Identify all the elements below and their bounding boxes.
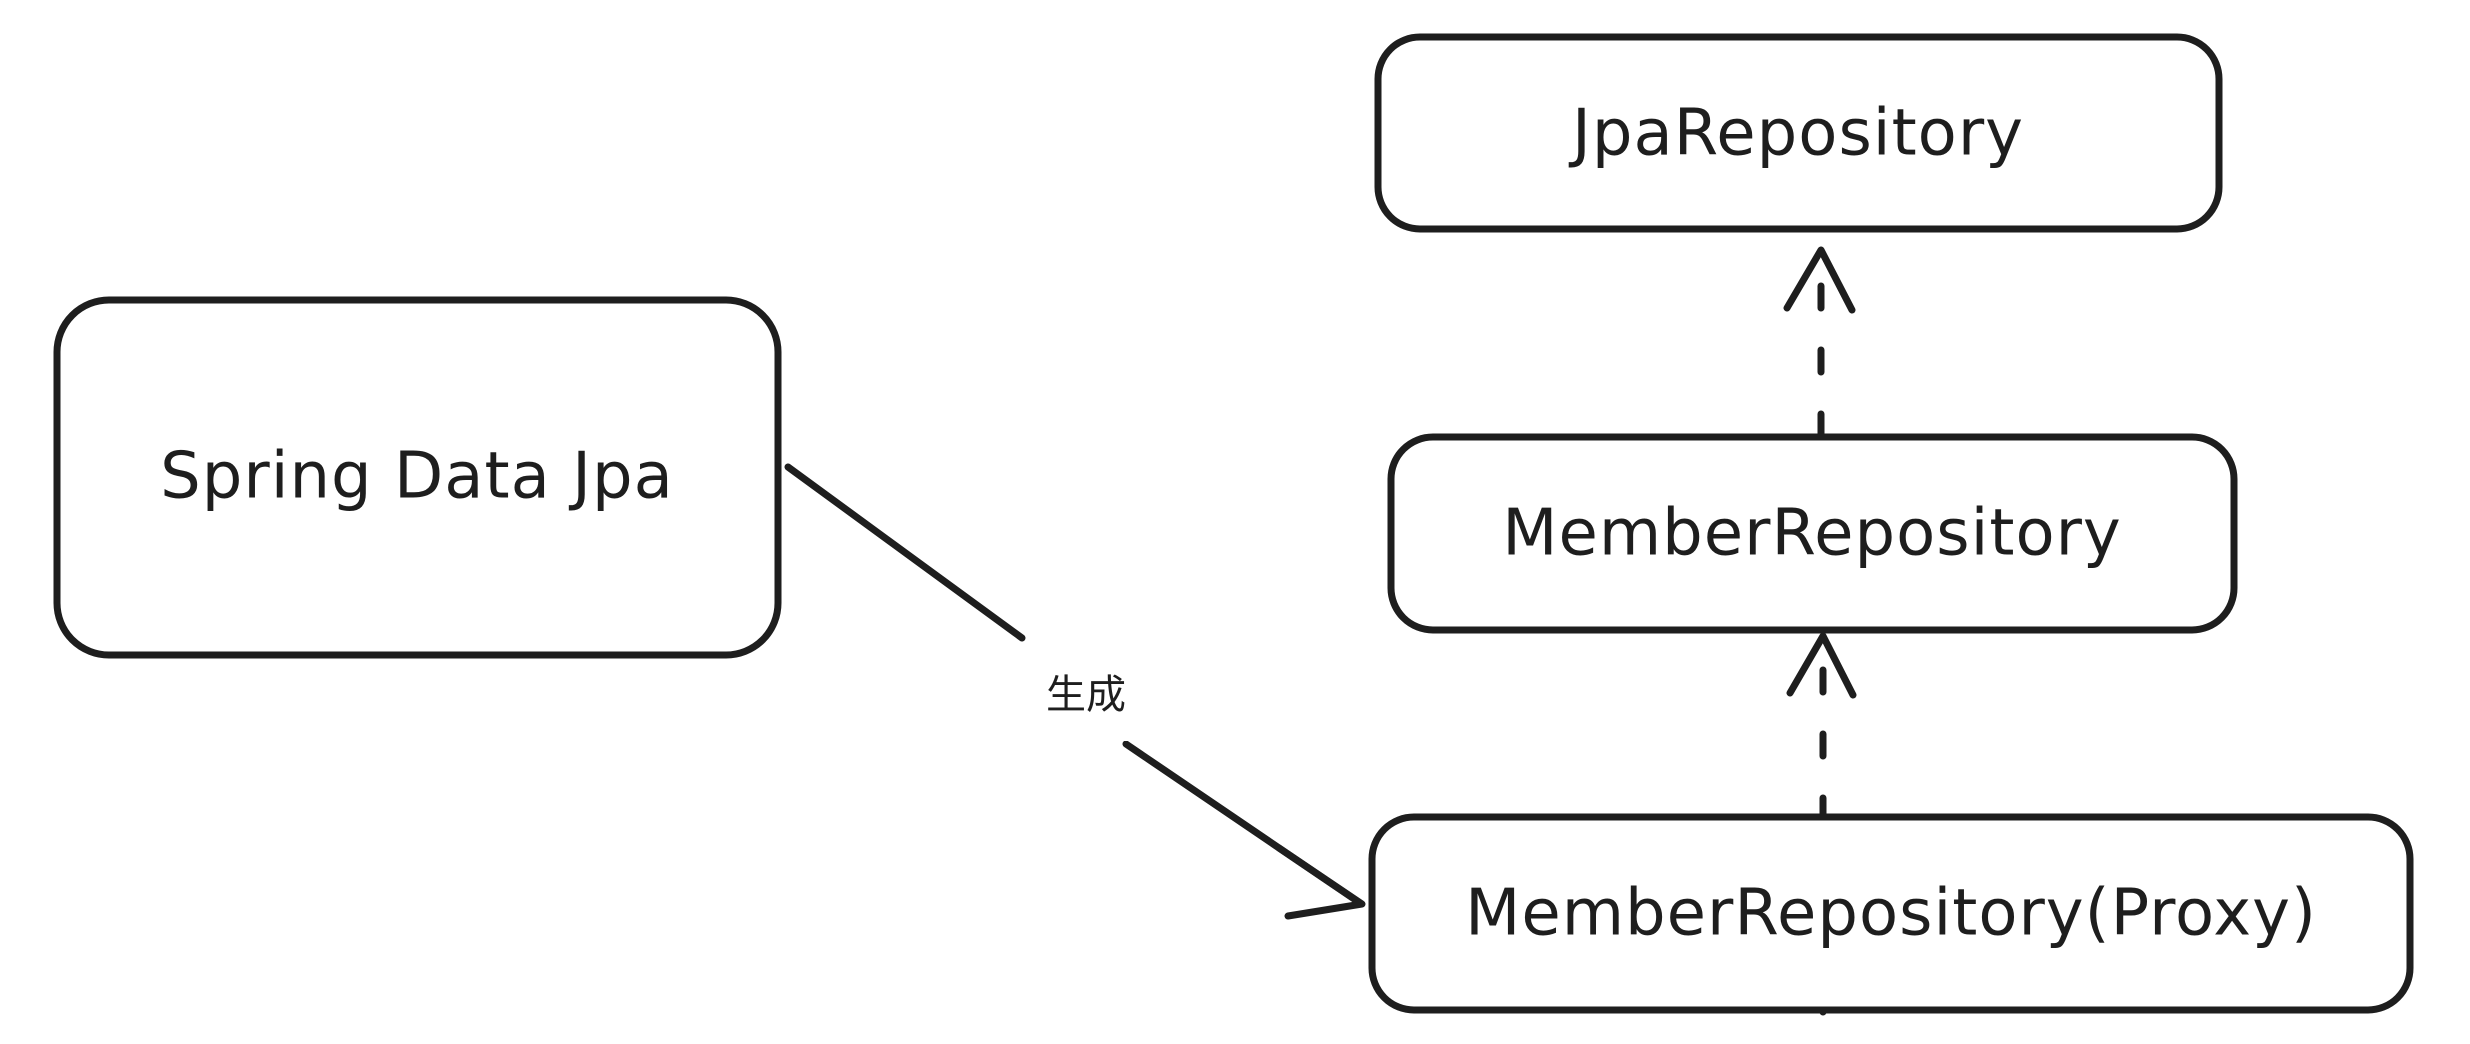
node-shape [53, 296, 782, 659]
node-shape [1387, 433, 2238, 634]
edge-spring-data-jpa-to-proxy[interactable]: 生成 [784, 463, 1366, 920]
arrowhead-up-icon [1786, 632, 1857, 699]
node-jpa-repository[interactable]: JpaRepository [1374, 33, 2223, 233]
node-shape [1368, 813, 2414, 1014]
node-label-jpa-repository: JpaRepository [1568, 97, 2024, 171]
node-label-member-repository: MemberRepository [1502, 497, 2122, 571]
node-member-repository[interactable]: MemberRepository [1387, 433, 2238, 634]
edge-label-generates: 生成 [1046, 672, 1126, 718]
arrowhead-up-icon [1783, 246, 1856, 314]
arrowhead-down-right-icon [1275, 844, 1366, 920]
node-member-repository-proxy[interactable]: MemberRepository(Proxy) [1368, 813, 2414, 1014]
node-label-member-repository-proxy: MemberRepository(Proxy) [1465, 877, 2317, 951]
node-shape [1374, 33, 2223, 233]
node-spring-data-jpa[interactable]: Spring Data Jpa [53, 296, 782, 659]
solid-connector-segment-upper [784, 463, 1026, 642]
node-label-spring-data-jpa: Spring Data Jpa [160, 440, 674, 514]
edge-label-background [1026, 645, 1146, 741]
